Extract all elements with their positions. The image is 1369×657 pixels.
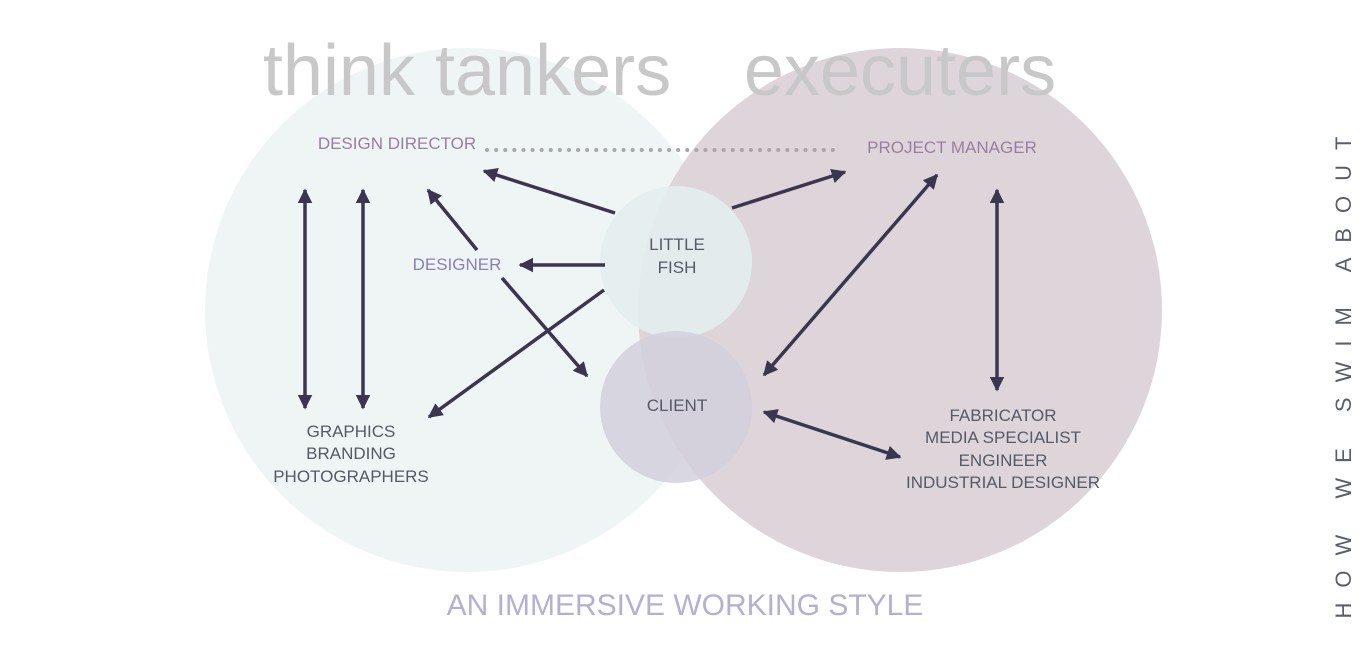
label-industrial-designer: INDUSTRIAL DESIGNER — [906, 473, 1100, 492]
footer-tagline: AN IMMERSIVE WORKING STYLE — [447, 589, 924, 622]
label-engineer: ENGINEER — [959, 451, 1048, 470]
heading-executers: executers — [744, 31, 1056, 111]
side-title: HOW WE SWIM ABOUT — [1331, 121, 1356, 619]
think-tankers-circle — [205, 48, 729, 572]
arrow-designer-to-design-director — [426, 188, 479, 252]
label-designer: DESIGNER — [413, 255, 502, 274]
arrow-project-manager-client — [762, 173, 939, 377]
label-design-director: DESIGN DIRECTOR — [318, 134, 476, 153]
label-branding: BRANDING — [306, 444, 396, 463]
arrow-fish-to-design-director — [482, 168, 616, 215]
label-little-fish-line1: LITTLE — [649, 235, 705, 254]
arrow-designer-to-client — [500, 276, 589, 378]
label-project-manager: PROJECT MANAGER — [867, 138, 1037, 157]
label-media-specialist: MEDIA SPECIALIST — [925, 428, 1081, 447]
label-photographers: PHOTOGRAPHERS — [273, 467, 429, 486]
little-fish-circle — [600, 186, 752, 338]
client-circle — [600, 331, 752, 483]
heading-think-tankers: think tankers — [263, 31, 671, 111]
arrow-fish-to-graphics — [427, 288, 606, 419]
arrow-client-fabricator — [762, 409, 902, 460]
label-fabricator: FABRICATOR — [949, 406, 1056, 425]
label-client: CLIENT — [647, 396, 707, 415]
label-little-fish-line2: FISH — [658, 258, 697, 277]
label-graphics: GRAPHICS — [307, 422, 396, 441]
